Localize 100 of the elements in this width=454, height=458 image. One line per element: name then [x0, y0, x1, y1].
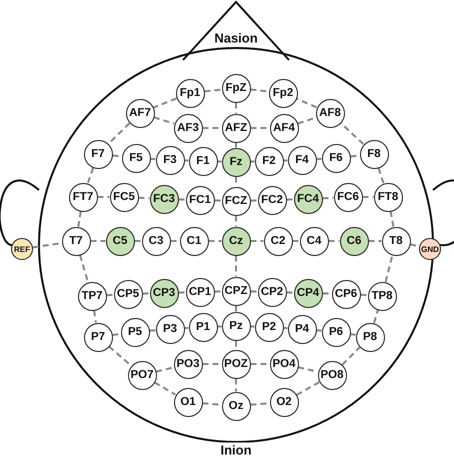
electrode-label: Fz: [230, 156, 242, 168]
connector-line: [316, 158, 322, 160]
connector-line: [90, 240, 106, 242]
connector-line: [93, 310, 97, 323]
electrode-label: TP7: [81, 290, 103, 302]
connector-line: [360, 294, 368, 296]
connector-line: [178, 291, 186, 294]
electrode-label: POZ: [224, 358, 248, 370]
electrode-label: P3: [162, 323, 178, 335]
electrode-label: F2: [262, 155, 276, 167]
electrode-label: FCZ: [224, 195, 248, 207]
connector-line: [217, 325, 222, 328]
electrode-label: CP6: [334, 288, 358, 300]
electrode-label: F1: [196, 155, 210, 167]
connector-line: [106, 294, 114, 296]
connector-line: [286, 198, 294, 201]
electrode-label: C4: [306, 235, 322, 247]
landmark-label: Nasion: [213, 30, 259, 46]
connector-line: [235, 142, 237, 148]
connector-line: [350, 333, 356, 336]
electrode-label: TP8: [371, 290, 393, 302]
electrode-label: PO8: [320, 369, 344, 381]
electrode-label: FC6: [337, 191, 359, 203]
connector-line: [250, 127, 270, 129]
connector-line: [342, 346, 360, 366]
connector-line: [235, 216, 237, 226]
connector-line: [235, 378, 237, 392]
connector-line: [296, 381, 320, 396]
electrode-label: FC3: [153, 193, 175, 205]
connector-line: [156, 366, 174, 373]
connector-line: [214, 290, 222, 293]
connector-line: [296, 98, 318, 108]
connector-line: [250, 199, 258, 202]
electrode-label: GND: [421, 244, 439, 254]
electrode-label: AF7: [129, 107, 151, 119]
electrode-label: REF: [14, 244, 30, 254]
electrode-label: F4: [295, 154, 309, 166]
connector-line: [384, 254, 394, 282]
connector-line: [250, 290, 258, 293]
electrode-label: CP3: [152, 287, 176, 299]
electrode-label: P5: [128, 326, 142, 338]
connector-line: [316, 329, 322, 332]
electrode-label: P7: [90, 331, 106, 343]
connector-line: [283, 159, 288, 162]
connector-line: [250, 325, 255, 328]
connector-line: [378, 167, 384, 184]
electrode-label: P2: [262, 321, 276, 333]
electrode-label: F3: [163, 154, 177, 166]
connector-line: [77, 211, 82, 227]
connector-line: [202, 127, 222, 129]
connector-line: [108, 122, 130, 145]
connector-line: [86, 167, 94, 184]
electrode-label: AF8: [319, 107, 341, 119]
connector-line: [235, 102, 237, 114]
electrode-label: FpZ: [225, 82, 247, 94]
connector-line: [250, 88, 269, 92]
connector-line: [108, 346, 132, 366]
connector-line: [184, 326, 189, 330]
electrode-label: CP5: [116, 288, 140, 300]
connector-line: [149, 329, 156, 332]
connector-line: [235, 306, 237, 312]
connector-line: [202, 363, 222, 365]
electrode-label: C3: [148, 235, 164, 247]
electrode-label: O1: [180, 396, 196, 408]
connector-line: [390, 211, 394, 227]
connector-line: [283, 326, 288, 330]
electrode-label: F8: [367, 148, 381, 160]
connector-line: [235, 340, 237, 350]
connector-line: [178, 198, 186, 201]
connector-line: [250, 363, 270, 365]
connector-line: [217, 160, 222, 163]
electrode-label: P1: [196, 321, 210, 333]
electrode-label: CP4: [296, 287, 320, 299]
electrode-label: C5: [112, 235, 128, 247]
connector-line: [340, 122, 364, 145]
connector-line: [184, 159, 189, 162]
connector-line: [138, 196, 150, 200]
electrode-label: PO3: [176, 358, 200, 370]
electrode-label: CP1: [188, 286, 212, 298]
electrode-label: T8: [389, 235, 403, 247]
electrode-label: Oz: [228, 400, 244, 412]
connector-line: [204, 88, 222, 92]
electrode-label: AF4: [273, 122, 295, 134]
connector-line: [208, 240, 222, 242]
connector-line: [214, 199, 222, 202]
connector-line: [362, 196, 374, 198]
electrode-label: C6: [346, 235, 362, 247]
electrode-label: F7: [91, 148, 105, 160]
connector-line: [286, 291, 294, 294]
connector-line: [170, 240, 180, 242]
electrode-label: CPZ: [224, 285, 248, 297]
electrode-label: FT8: [378, 191, 398, 203]
electrode-label: Cz: [228, 235, 244, 247]
electrode-label: T7: [69, 235, 83, 247]
electrode-label: P4: [294, 323, 310, 335]
connector-line: [154, 381, 176, 396]
electrode-label: P8: [362, 331, 378, 343]
connector-line: [250, 240, 264, 242]
connector-line: [79, 254, 89, 282]
electrode-label: P6: [328, 326, 344, 338]
